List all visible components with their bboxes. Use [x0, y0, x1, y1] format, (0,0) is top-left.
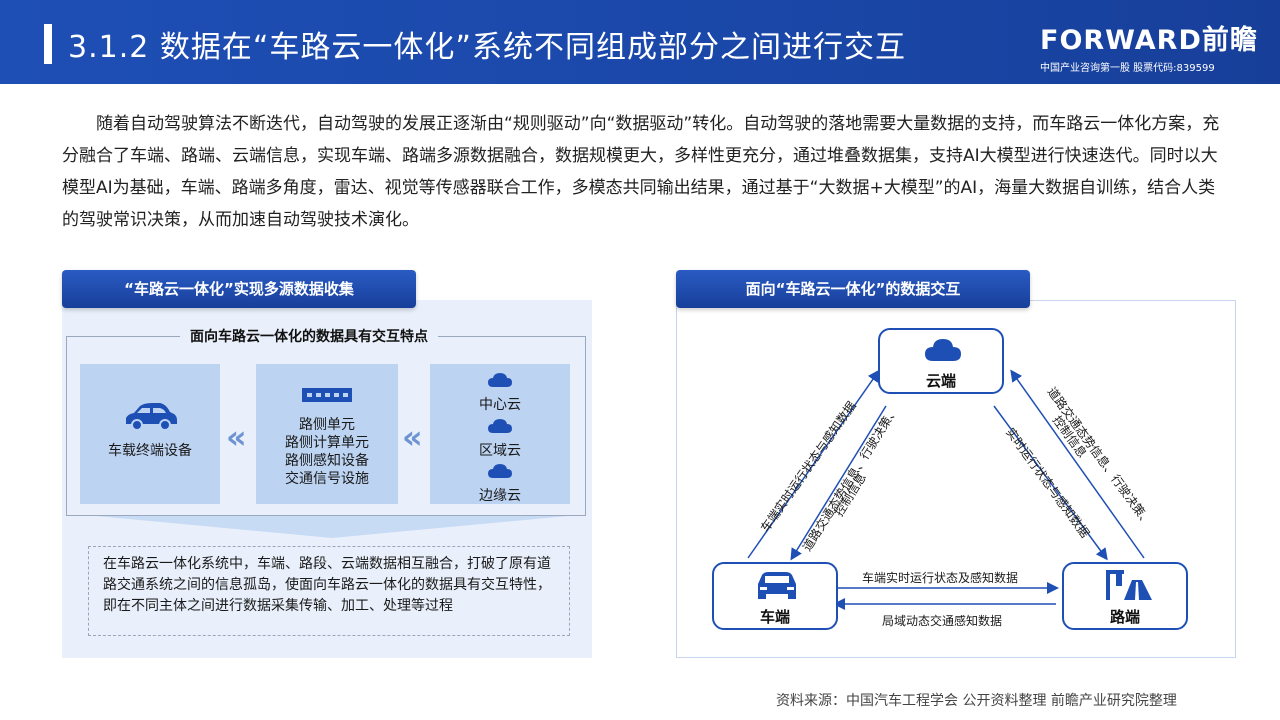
page-title: 3.1.2 数据在“车路云一体化”系统不同组成部分之间进行交互 — [68, 30, 906, 65]
cloud-node: 云端 — [878, 328, 1004, 394]
roadside-box — [256, 364, 398, 504]
cloud-icon — [925, 339, 961, 361]
label-road-to-car: 局域动态交通感知数据 — [882, 614, 1003, 628]
forward-logo: FORWARD前瞻 中国产业咨询第一股 股票代码:839599 — [1040, 18, 1260, 74]
double-chevron-left-icon-2: « — [402, 418, 423, 456]
roadside-unit-icon — [302, 388, 352, 402]
cloud-icon-center — [488, 373, 512, 387]
interaction-arrows — [747, 369, 1145, 610]
car-node: 车端 — [712, 562, 838, 630]
cloud-icon-regional — [488, 419, 512, 433]
intro-paragraph: 随着自动驾驶算法不断迭代，自动驾驶的发展正逐渐由“规则驱动”向“数据驱动”转化。… — [62, 114, 1220, 230]
logo-subtitle: 中国产业咨询第一股 股票代码:839599 — [1040, 63, 1215, 74]
roadside-unit-label: 路侧单元 — [299, 417, 355, 433]
cloud-box — [430, 364, 570, 504]
vehicle-terminal-box — [80, 364, 220, 504]
logo-brand: FORWARD前瞻 — [1040, 25, 1258, 56]
left-frame-title: 面向车路云一体化的数据具有交互特点 — [180, 326, 438, 346]
source-footer: 资料来源：中国汽车工程学会 公开资料整理 前瞻产业研究院整理 — [776, 693, 1177, 709]
double-chevron-left-icon: « — [226, 418, 247, 456]
road-node-label: 路端 — [1109, 608, 1140, 626]
regional-cloud-label: 区域云 — [479, 443, 521, 459]
cloud-icon-edge — [488, 464, 512, 478]
title-accent-bar — [44, 24, 52, 64]
car-front-icon — [758, 572, 796, 599]
edge-cloud-label: 边缘云 — [479, 488, 521, 504]
header-banner: 3.1.2 数据在“车路云一体化”系统不同组成部分之间进行交互 FORWARD前… — [0, 0, 1280, 84]
roadside-sensor-label: 路侧感知设备 — [285, 453, 369, 469]
center-cloud-label: 中心云 — [479, 397, 521, 413]
funnel-shape — [96, 516, 568, 538]
right-panel-tag: 面向“车路云一体化”的数据交互 — [676, 270, 1030, 308]
traffic-signal-label: 交通信号设施 — [285, 471, 369, 487]
left-note: 在车路云一体化系统中，车端、路段、云端数据相互融合，打破了原有道路交通系统之间的… — [88, 546, 570, 636]
cloud-node-label: 云端 — [925, 372, 956, 390]
roadside-compute-label: 路侧计算单元 — [285, 435, 369, 451]
car-icon — [126, 403, 177, 431]
vehicle-terminal-label: 车载终端设备 — [108, 443, 192, 459]
label-car-to-road: 车端实时运行状态及感知数据 — [862, 571, 1019, 585]
road-infrastructure-icon — [1106, 570, 1152, 600]
car-node-label: 车端 — [759, 608, 790, 626]
road-node: 路端 — [1062, 562, 1188, 630]
left-panel-tag: “车路云一体化”实现多源数据收集 — [62, 270, 416, 308]
